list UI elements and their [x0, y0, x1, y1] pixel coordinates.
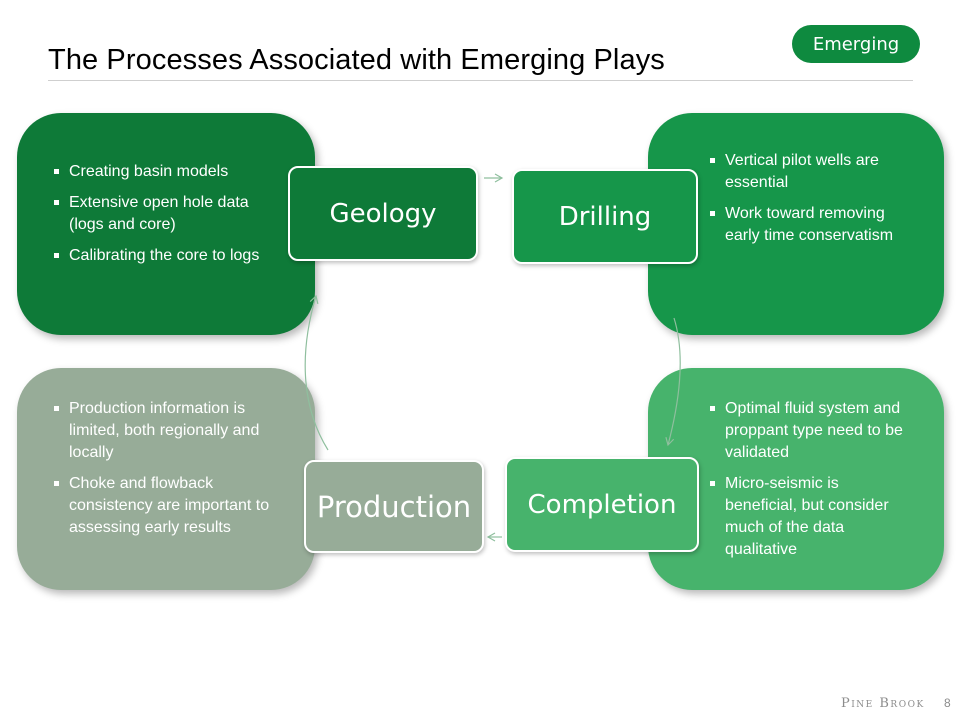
completion-bullet: Optimal fluid system and proppant type n… — [709, 398, 909, 464]
geology-bullet: Extensive open hole data (logs and core) — [53, 192, 283, 236]
drilling-node: Drilling — [512, 169, 698, 264]
completion-bullet: Micro-seismic is beneficial, but conside… — [709, 473, 909, 561]
title-divider — [48, 80, 913, 81]
geology-bullet: Calibrating the core to logs — [53, 245, 283, 267]
completion-card: Optimal fluid system and proppant type n… — [648, 368, 944, 590]
production-bullet: Choke and flowback consistency are impor… — [53, 473, 285, 539]
slide-title: The Processes Associated with Emerging P… — [48, 44, 665, 76]
production-node: Production — [304, 460, 484, 553]
production-bullet: Production information is limited, both … — [53, 398, 285, 464]
geology-node: Geology — [288, 166, 478, 261]
production-card: Production information is limited, both … — [17, 368, 315, 590]
drilling-bullet: Work toward removing early time conserva… — [709, 203, 909, 247]
completion-bullet-list: Optimal fluid system and proppant type n… — [709, 398, 909, 570]
geology-card: Creating basin models Extensive open hol… — [17, 113, 315, 335]
emerging-badge: Emerging — [792, 25, 920, 63]
drilling-bullet-list: Vertical pilot wells are essential Work … — [709, 150, 909, 256]
page-number: 8 — [944, 696, 951, 710]
production-bullet-list: Production information is limited, both … — [53, 398, 285, 548]
completion-node: Completion — [505, 457, 699, 552]
drilling-bullet: Vertical pilot wells are essential — [709, 150, 909, 194]
geology-bullet: Creating basin models — [53, 161, 283, 183]
geology-bullet-list: Creating basin models Extensive open hol… — [53, 161, 283, 276]
brand-logo-text: Pine Brook — [841, 696, 925, 711]
